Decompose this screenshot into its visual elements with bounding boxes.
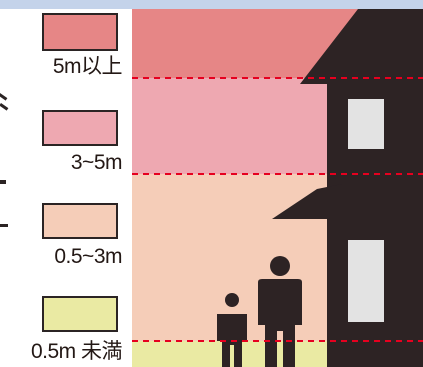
legend-swatch-5m-over [42, 13, 118, 51]
cropped-text-fragment [0, 93, 10, 109]
upper-window [348, 99, 384, 149]
adult-body [258, 279, 302, 367]
house-lower-roof [272, 184, 342, 367]
header-strip [0, 0, 423, 9]
legend-swatch-3-5m [42, 110, 118, 146]
lower-window [348, 240, 384, 322]
legend-label-3-5m: 3~5m [70, 151, 123, 174]
legend-label-0-5-3m: 0.5~3m [54, 245, 122, 268]
adult-head [270, 256, 290, 276]
child-head [225, 293, 239, 307]
legend-swatch-0-5-3m [42, 203, 118, 239]
cropped-text-fragment [0, 180, 6, 184]
legend-swatch-under-0-5m [42, 296, 118, 332]
legend-label-5m-over: 5m以上 [52, 55, 123, 78]
legend-label-under-0-5m: 0.5m 未満 [30, 340, 123, 363]
flood-depth-illustration [132, 9, 423, 367]
cropped-text-fragment [0, 224, 8, 227]
